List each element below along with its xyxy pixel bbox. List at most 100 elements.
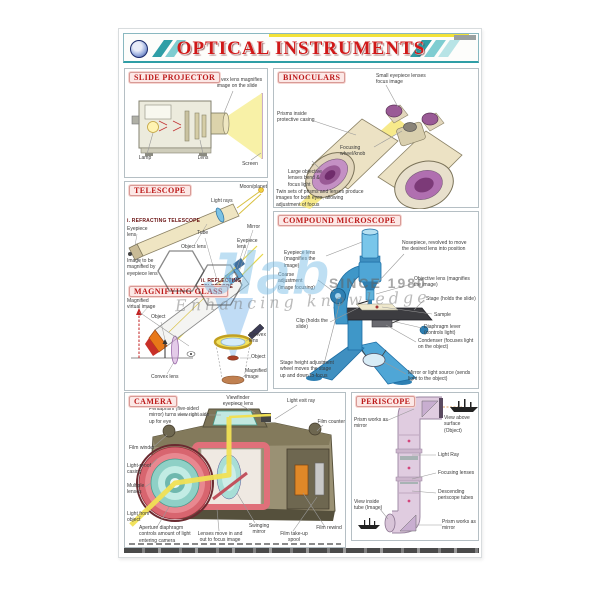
magnifier-glass-diagram: [139, 298, 265, 385]
label-eyepiece-lens: Eyepiece lens (magnifies the image): [284, 250, 316, 269]
subtitle-refracting: i. REFRACTING TELESCOPE: [127, 218, 201, 224]
magnifier-handle: [247, 323, 265, 340]
label-objective-lenses: Large objective lenses bend & focus ligh…: [288, 169, 322, 188]
section-title: CAMERA: [129, 396, 178, 407]
label-descending-tubes: Descending periscope tubes: [438, 489, 474, 502]
eyepiece-tube: [361, 231, 379, 259]
take-up-spool: [314, 462, 325, 496]
label-light-rays: Light rays: [211, 198, 233, 204]
label-eyepiece-lens-2: Eyepiece lens: [237, 238, 258, 251]
lamp: [147, 121, 159, 133]
label-takeup-spool: Film take-up spool: [280, 531, 308, 544]
ship-icon-small: [358, 518, 380, 529]
label-lenses-focus: Lenses move in and out to focus image: [197, 531, 243, 544]
periscope-diagram: [358, 396, 478, 534]
label-mirror: Mirror: [247, 224, 261, 230]
label-swinging-mirror: Swinging mirror: [248, 523, 270, 536]
label-lamp: Lamp: [138, 155, 152, 161]
label-view-inside: View inside tube (Image): [354, 499, 383, 512]
ship-icon: [450, 399, 478, 412]
label-light-exit: Light exit ray: [286, 398, 316, 404]
label-focusing-wheel: Focusing wheel/knob: [340, 145, 366, 158]
label-condenser: Condenser (focuses light on the object): [418, 338, 474, 351]
label-convex-lens: Convex lens magnifies image on the slide: [211, 77, 263, 90]
binoculars-diagram: [298, 84, 463, 209]
label-mirror-light-source: Mirror or light source (sends light to t…: [408, 370, 471, 383]
label-sample: Sample: [434, 312, 451, 318]
slide: [184, 110, 190, 142]
section-title: PERISCOPE: [356, 396, 416, 407]
label-prism-bottom: Prism works as mirror: [442, 519, 476, 532]
projection-lens: [222, 112, 230, 135]
arm: [333, 265, 365, 325]
bottom-prism: [399, 514, 417, 532]
label-diaphragm: Diaphragm lever (controls light): [424, 324, 461, 337]
slide-projector-diagram: [131, 90, 263, 161]
publisher-logo-icon: [130, 40, 148, 58]
header-yellow-accent: [269, 34, 469, 37]
label-prisms-casing: Prisms inside protective casing: [277, 111, 315, 124]
section-title: COMPOUND MICROSCOPE: [278, 215, 401, 226]
label-film-winder: Film winder: [129, 445, 155, 451]
film-canister: [294, 464, 309, 496]
fine-print: [129, 543, 341, 545]
label-virtual-image: Magnified virtual image: [127, 298, 156, 311]
top-opening: [439, 398, 443, 418]
section-title: BINOCULARS: [278, 72, 346, 83]
viewfinder: [261, 413, 271, 422]
label-convex-lens-glass: Convex lens: [249, 332, 266, 345]
chart-title: OPTICAL INSTRUMENTS: [176, 38, 426, 59]
header-gray-accent: [454, 35, 476, 40]
objective-lens: [365, 289, 375, 301]
label-clip: Clip (holds the slide): [296, 318, 328, 331]
label-focusing-lenses: Focusing lenses: [438, 470, 475, 476]
light-path: [129, 417, 232, 527]
footer-imprint-strip: [124, 548, 479, 553]
label-stage-height: Stage height adjustment wheel moves the …: [280, 360, 334, 379]
objective-lens-left: [305, 152, 355, 198]
nosepiece: [362, 282, 378, 290]
section-title: TELESCOPE: [129, 185, 191, 196]
panel-slide-projector: SLIDE PROJECTOR Convex lens magnifies im…: [124, 68, 268, 178]
label-light-ray: Light Ray: [438, 452, 460, 458]
panel-compound-microscope: COMPOUND MICROSCOPE Eyepiece lens (magni…: [273, 211, 479, 389]
section-title: SLIDE PROJECTOR: [129, 72, 221, 83]
moon-planet-icon: [258, 187, 264, 193]
objective-lens-right: [394, 160, 454, 209]
label-object-glass: Object: [251, 354, 266, 360]
label-pentaprism: Pentaprism (five-sided mirror) turns vie…: [149, 406, 210, 425]
label-view-above: View above surface (Object): [444, 415, 470, 434]
label-magnified-image: Magnified image: [245, 368, 267, 381]
label-convex-lens-ray: Convex lens: [151, 374, 179, 380]
panel-camera: CAMERA Pentaprism (five-sided mirror) tu…: [124, 392, 346, 548]
focusing-wheel: [403, 122, 417, 132]
label-screen: Screen: [242, 161, 258, 167]
label-light-proof: Light-proof casing: [127, 463, 151, 476]
label-prism-top: Prism works as mirror: [354, 417, 388, 430]
optical-instruments-chart: OPTICAL INSTRUMENTS SLIDE PROJECTOR Conv…: [118, 28, 482, 558]
panel-binoculars: BINOCULARS Small eyepiece lenses focus i…: [273, 68, 479, 209]
label-stage: Stage (holds the slide): [426, 296, 476, 302]
label-nosepiece: Nosepiece, revolved to move the desired …: [402, 240, 467, 253]
panel-periscope: PERISCOPE Prism works as mirror View abo…: [351, 392, 479, 541]
label-image-magnified: Image to be magnified by eyepiece lens: [127, 258, 158, 277]
label-moon-planet: Moon/planet: [239, 184, 267, 190]
label-eyepiece-lens: Eyepiece lens: [127, 226, 148, 239]
label-objective-lens: Objective lens (magnifies the image): [414, 276, 470, 289]
panel-telescope-magnifier: TELESCOPE i. REFRACTING TELESCOPE ii. RE…: [124, 181, 268, 391]
label-coarse-adjustment: Coarse adjustment (image focusing): [278, 272, 315, 291]
pentaprism: [212, 410, 258, 426]
label-lens: Lens: [197, 155, 209, 161]
label-object: Object: [151, 314, 166, 320]
label-prism-sets: Twin sets of prisms and lenses produce i…: [276, 189, 364, 208]
label-object-lens: Object lens: [181, 244, 207, 250]
top-prism: [421, 400, 439, 418]
label-film-counter: Film counter: [317, 419, 345, 425]
chart-header: OPTICAL INSTRUMENTS: [123, 33, 479, 63]
mirror: [362, 353, 386, 367]
label-viewfinder: Viewfinder eyepiece lens: [222, 395, 254, 408]
label-tube: Tube: [197, 230, 209, 236]
microscope-diagram: [306, 228, 433, 385]
label-film-rewind: Film rewind: [316, 525, 342, 531]
